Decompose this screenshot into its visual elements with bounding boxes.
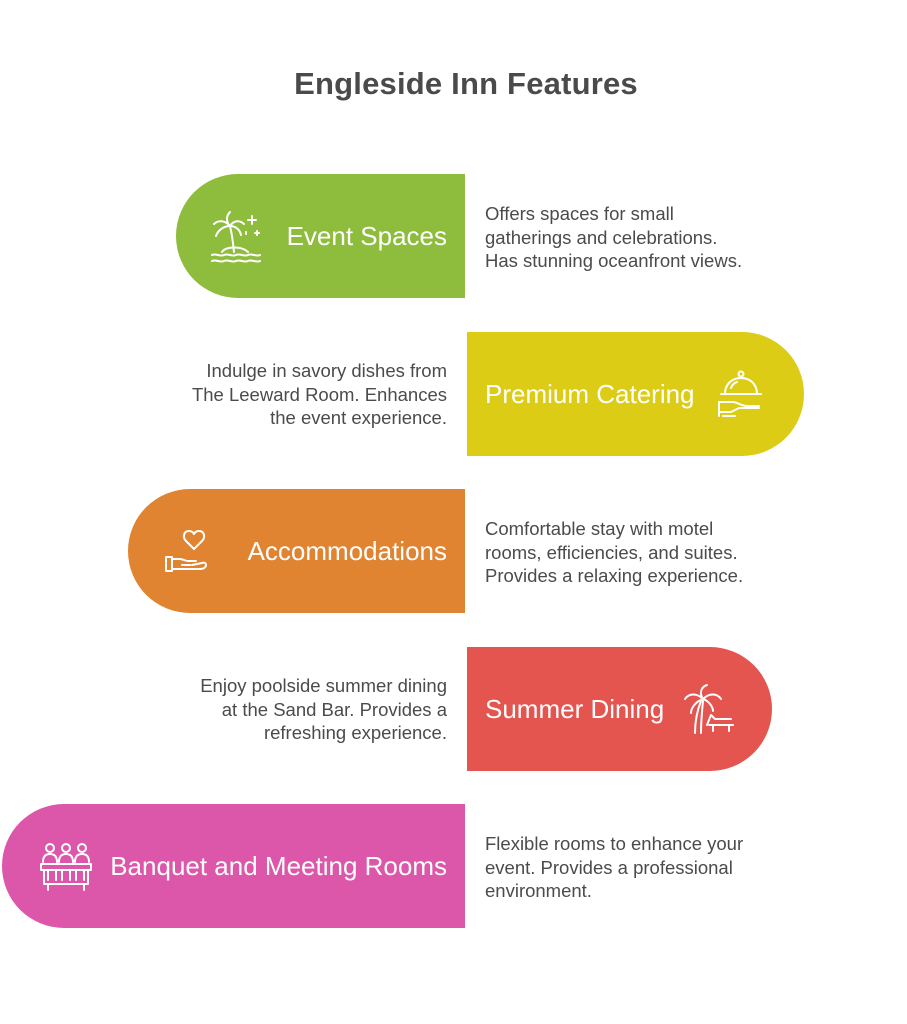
feature-event-spaces: Event Spaces bbox=[176, 174, 465, 298]
feature-premium-catering: Premium Catering bbox=[467, 332, 804, 456]
feature-banquet-meeting-rooms: Banquet and Meeting Rooms bbox=[2, 804, 465, 928]
page-title: Engleside Inn Features bbox=[294, 66, 638, 101]
feature-description: Offers spaces for small gatherings and c… bbox=[485, 203, 743, 271]
feature-label: Summer Dining bbox=[485, 693, 665, 724]
feature-description: Enjoy poolside summer dining at the Sand… bbox=[200, 675, 447, 743]
feature-description: Indulge in savory dishes from The Leewar… bbox=[191, 360, 447, 428]
palm-island-icon bbox=[208, 208, 264, 264]
feature-description: Flexible rooms to enhance your event. Pr… bbox=[485, 833, 744, 901]
feature-label: Banquet and Meeting Rooms bbox=[110, 850, 447, 881]
feature-summer-dining: Summer Dining bbox=[467, 647, 772, 771]
feature-label: Event Spaces bbox=[286, 220, 447, 251]
feature-label: Accommodations bbox=[247, 535, 447, 566]
serving-cloche-icon bbox=[713, 366, 769, 422]
feature-description: Comfortable stay with motel rooms, effic… bbox=[485, 518, 744, 586]
feature-accommodations: Accommodations bbox=[128, 489, 465, 613]
meeting-table-icon bbox=[38, 838, 94, 894]
heart-hand-icon bbox=[160, 523, 216, 579]
palm-lounger-icon bbox=[681, 681, 737, 737]
feature-label: Premium Catering bbox=[485, 378, 695, 409]
